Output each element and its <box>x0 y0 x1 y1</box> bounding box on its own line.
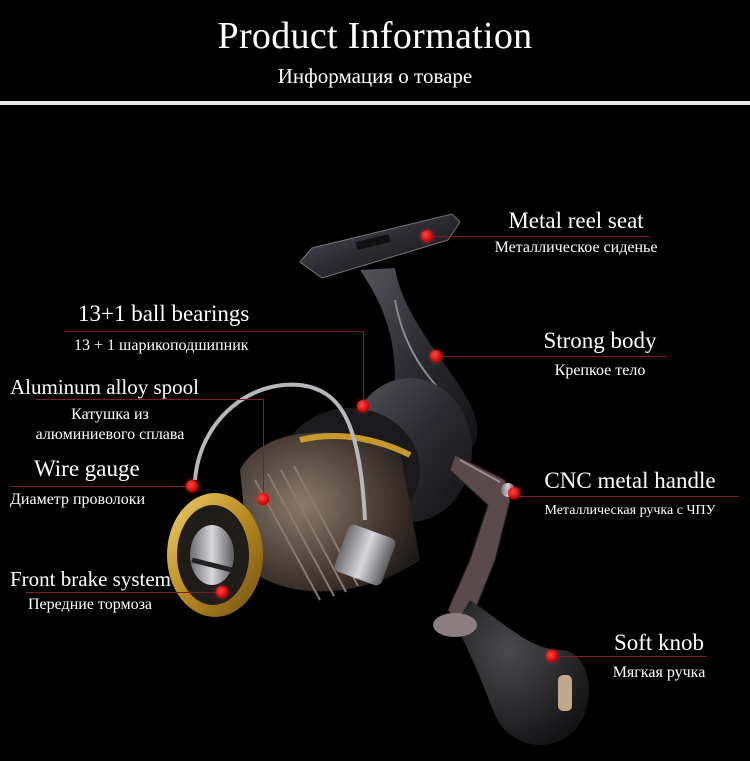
knob-label: Soft knob Мягкая ручка <box>612 630 706 681</box>
brake-label: Front brake system <box>10 567 171 591</box>
wire-leader <box>10 486 190 487</box>
reel-seat-label: Metal reel seat Металлическое сиденье <box>494 208 658 256</box>
knob-leader <box>557 656 707 657</box>
body-label: Strong body Крепкое тело <box>543 328 657 379</box>
wire-marker <box>186 480 198 492</box>
spool-drop <box>263 399 264 495</box>
handle-marker <box>508 487 520 499</box>
bearings-sub-label: 13 + 1 шарикоподшипник <box>74 337 249 354</box>
bearings-drop <box>363 331 364 403</box>
wire-sub-label: Диаметр проволоки <box>10 491 146 508</box>
handle-leader <box>519 496 739 497</box>
spool-marker <box>257 493 269 505</box>
spool-label: Aluminum alloy spool <box>10 375 199 399</box>
header-divider <box>0 101 750 105</box>
brake-leader <box>26 592 222 593</box>
handle-label: CNC metal handle Металлическая ручка с Ч… <box>544 468 716 518</box>
brake-sub-label: Передние тормоза <box>28 596 152 613</box>
reel-seat-leader <box>432 236 650 237</box>
bearings-marker <box>357 400 369 412</box>
page-title: Product Information <box>217 15 533 57</box>
reel-seat-marker <box>421 230 433 242</box>
bearings-label: 13+1 ball bearings <box>78 301 250 326</box>
knob-marker <box>546 650 558 662</box>
spool-leader <box>36 399 264 400</box>
body-leader <box>441 356 667 357</box>
page-subtitle: Информация о товаре <box>277 64 473 88</box>
wire-label: Wire gauge <box>34 456 140 481</box>
spool-sub-label: Катушка из алюминиевого сплава <box>35 406 185 443</box>
bearings-leader <box>64 331 364 332</box>
brake-marker <box>216 586 228 598</box>
header: Product Information Информация о товаре <box>0 0 750 105</box>
body-marker <box>430 350 442 362</box>
